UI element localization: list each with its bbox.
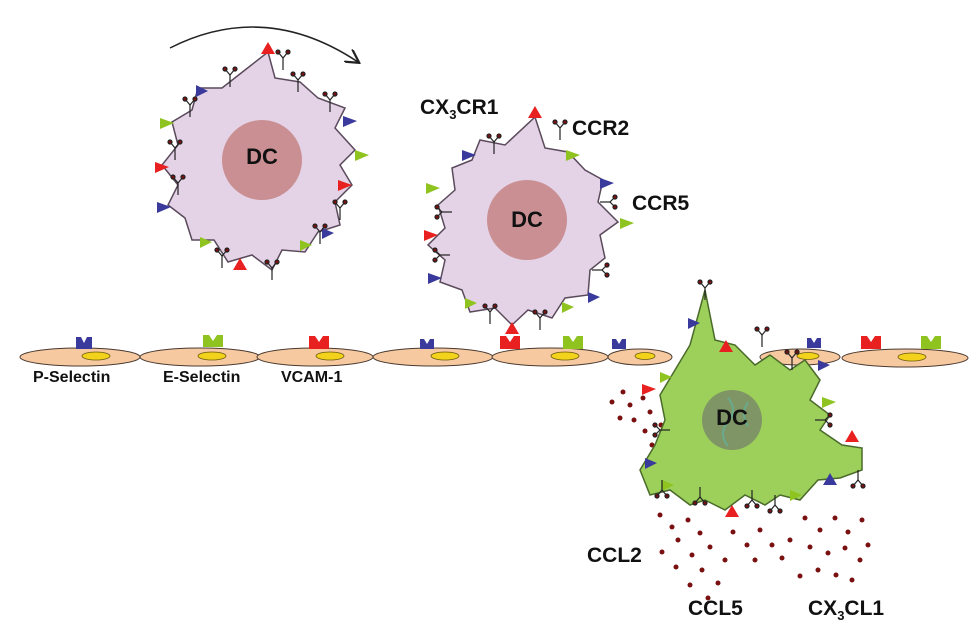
ccl5-label: CCL5 bbox=[688, 597, 743, 620]
chemokine-particles bbox=[609, 389, 871, 601]
p-selectin-molecule bbox=[76, 337, 92, 349]
dc-label-1: DC bbox=[246, 144, 278, 169]
ccr-receptors bbox=[167, 49, 866, 514]
dc-label-3: DC bbox=[716, 405, 748, 430]
dendritic-cell-circulating bbox=[155, 42, 369, 272]
e-selectin-label: E-Selectin bbox=[163, 369, 241, 386]
dendritic-cell-rolling bbox=[424, 106, 634, 334]
adhesion-molecules bbox=[76, 335, 941, 349]
dc-label-2: DC bbox=[511, 207, 543, 232]
vcam1-label: VCAM-1 bbox=[281, 369, 343, 386]
rolling-arrow bbox=[169, 26, 358, 62]
cx3cr1-label: CX3CR1 bbox=[420, 96, 499, 122]
cx3cl1-label: CX3CL1 bbox=[808, 597, 885, 623]
ccl2-label: CCL2 bbox=[587, 544, 642, 567]
vcam1-molecule bbox=[309, 336, 329, 349]
p-selectin-label: P-Selectin bbox=[33, 369, 111, 386]
ccr2-label: CCR2 bbox=[572, 117, 630, 140]
e-selectin-molecule bbox=[203, 335, 223, 347]
dendritic-cell-activated bbox=[639, 289, 863, 517]
ccr5-label: CCR5 bbox=[632, 192, 690, 215]
